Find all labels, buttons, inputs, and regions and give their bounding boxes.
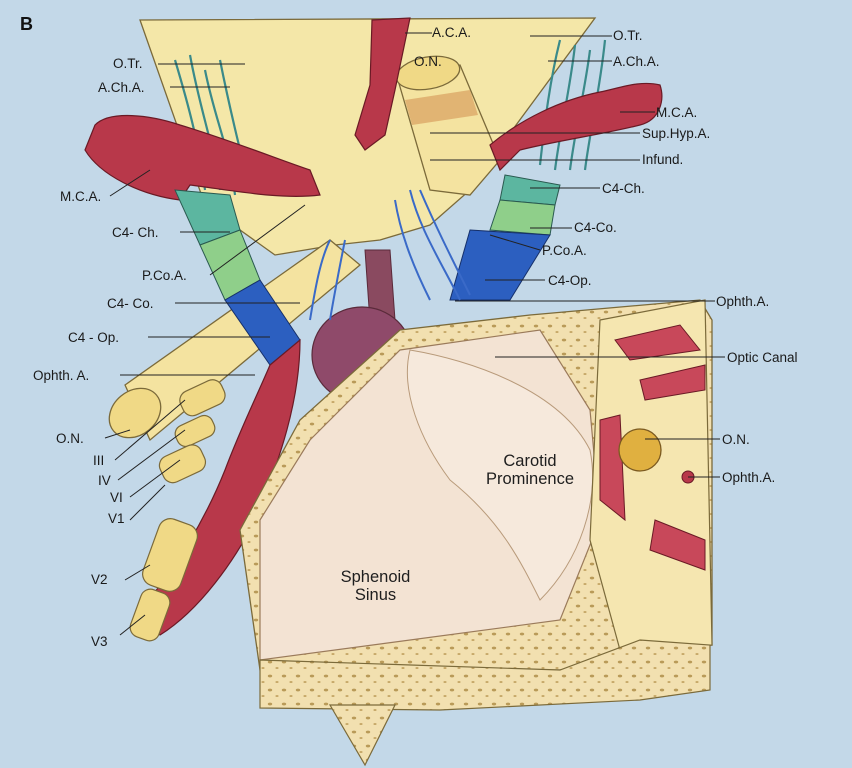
label-cn-iii: III <box>93 453 105 468</box>
label-infundibulum: Infund. <box>642 152 684 167</box>
optic-nerve-in-canal <box>618 428 662 472</box>
label-c4-communicating-right: C4-Co. <box>574 220 617 235</box>
leader-lines <box>104 32 725 636</box>
label-mca-left: M.C.A. <box>60 189 102 204</box>
optic-nerve-cut-end <box>108 387 162 439</box>
panel-letter: B <box>20 14 33 34</box>
label-superior-hypophyseal: Sup.Hyp.A. <box>642 126 711 141</box>
label-carotid-prominence: Carotid Prominence <box>485 452 575 489</box>
label-optic-canal: Optic Canal <box>727 350 798 365</box>
label-cn-iv: IV <box>98 473 111 488</box>
cranial-nerves <box>129 379 226 642</box>
label-cn-vi: VI <box>110 490 123 505</box>
label-optic-nerve-top: O.N. <box>414 54 442 69</box>
label-optic-nerve-left: O.N. <box>56 431 84 446</box>
carotid-prominence <box>406 349 593 601</box>
label-ophthalmic-left: Ophth. A. <box>33 368 90 383</box>
sphenoid-floor <box>259 639 711 711</box>
label-optic-nerve-canal: O.N. <box>722 432 750 447</box>
superior-hypophyseal-arteries <box>309 189 471 321</box>
label-c4-ophthalmic-left: C4 - Op. <box>68 330 120 345</box>
label-pcoa-right: P.Co.A. <box>542 243 587 258</box>
anterior-cerebral-artery <box>354 17 411 151</box>
label-optic-tract-right: O.Tr. <box>613 28 643 43</box>
right-ica-communicating <box>489 199 556 236</box>
label-aca: A.C.A. <box>432 25 472 40</box>
label-anterior-choroidal-left: A.Ch.A. <box>98 80 145 95</box>
label-mca-right: M.C.A. <box>656 105 698 120</box>
label-c4-communicating-left: C4- Co. <box>107 296 154 311</box>
vomer-keel <box>328 704 396 767</box>
label-c4-ophthalmic-right: C4-Op. <box>548 273 592 288</box>
label-pcoa-left: P.Co.A. <box>142 268 187 283</box>
label-anterior-choroidal-right: A.Ch.A. <box>613 54 660 69</box>
label-sphenoid-sinus: Sphenoid Sinus <box>340 568 411 605</box>
left-middle-cerebral-artery <box>84 115 321 201</box>
label-ophthalmic-right: Ophth.A. <box>716 294 770 309</box>
right-ica-ophthalmic <box>449 229 551 301</box>
label-optic-tract-left: O.Tr. <box>113 56 143 71</box>
right-middle-cerebral-artery <box>489 82 663 172</box>
label-ophthalmic-canal: Ophth.A. <box>722 470 776 485</box>
label-c4-choroidal-right: C4-Ch. <box>602 181 645 196</box>
label-c4-choroidal-left: C4- Ch. <box>112 225 159 240</box>
label-cn-v3: V3 <box>91 634 108 649</box>
label-cn-v1: V1 <box>108 511 125 526</box>
label-cn-v2: V2 <box>91 572 108 587</box>
